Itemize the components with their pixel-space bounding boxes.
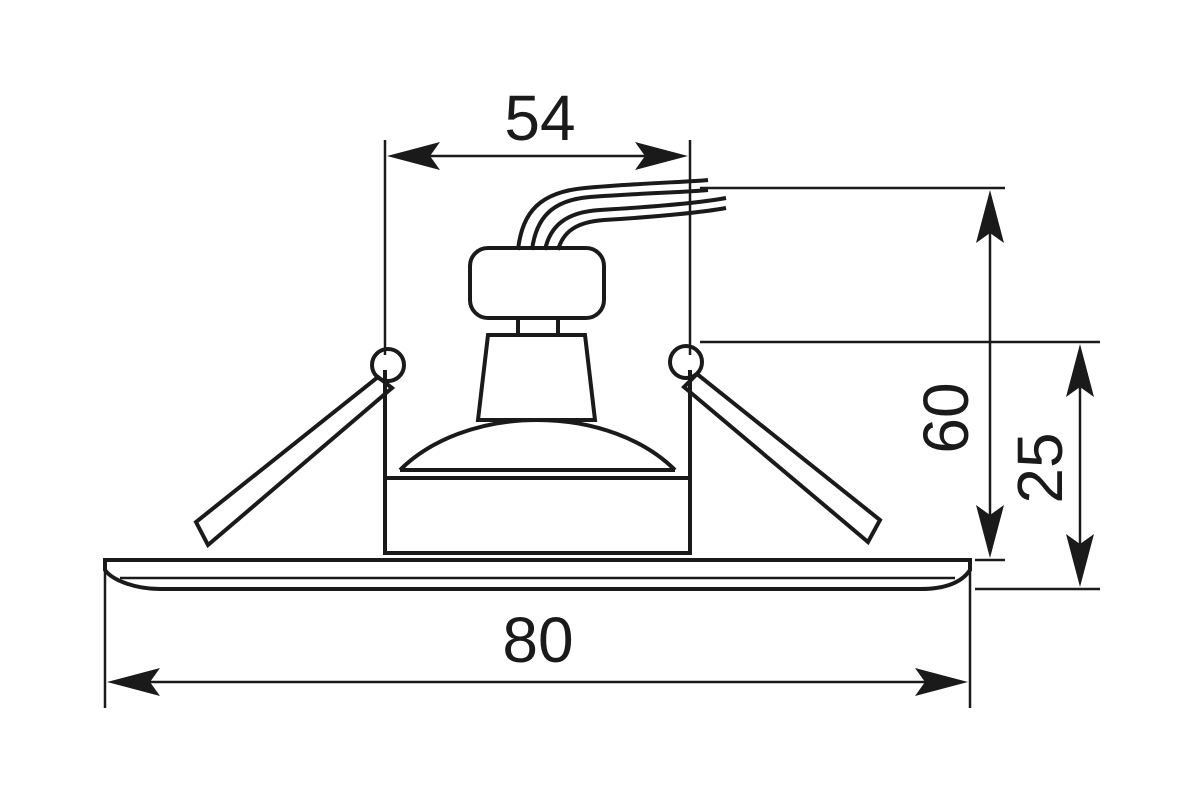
clip-arm-left bbox=[193, 374, 396, 549]
arrow-up-icon bbox=[1066, 344, 1094, 397]
dimension-80: 80 bbox=[107, 604, 968, 696]
extension-lines bbox=[103, 140, 1100, 708]
arrow-down-icon bbox=[1066, 534, 1094, 587]
arrow-right-icon bbox=[915, 668, 968, 696]
terminal-block bbox=[468, 246, 606, 320]
spring-clip-left bbox=[193, 347, 406, 549]
dimension-60: 60 bbox=[910, 190, 1004, 558]
lamp-socket bbox=[475, 333, 598, 422]
clip-arm-right bbox=[681, 371, 883, 546]
arrow-right-icon bbox=[635, 142, 688, 170]
dimension-label-60: 60 bbox=[910, 382, 982, 453]
dimension-25: 25 bbox=[1004, 344, 1094, 587]
trim-ring bbox=[103, 558, 972, 591]
wire-lower bbox=[543, 196, 727, 251]
wires bbox=[516, 178, 727, 251]
dimension-label-80: 80 bbox=[502, 604, 573, 676]
arrow-down-icon bbox=[976, 505, 1004, 558]
clip-pivot-right-icon bbox=[668, 344, 704, 380]
wire-lower-inner bbox=[556, 206, 727, 251]
dimension-54: 54 bbox=[387, 82, 688, 170]
arrow-left-icon bbox=[387, 142, 440, 170]
wire-upper-inner bbox=[530, 188, 709, 251]
reflector-dome bbox=[398, 417, 677, 472]
arrow-up-icon bbox=[976, 190, 1004, 243]
clip-pivot-left-icon bbox=[370, 347, 406, 383]
dimension-label-54: 54 bbox=[504, 82, 575, 154]
downlight-fixture bbox=[103, 178, 972, 591]
spring-clip-right bbox=[668, 344, 883, 546]
arrow-left-icon bbox=[107, 668, 160, 696]
dimension-label-25: 25 bbox=[1004, 432, 1076, 503]
wire-upper bbox=[516, 178, 709, 251]
